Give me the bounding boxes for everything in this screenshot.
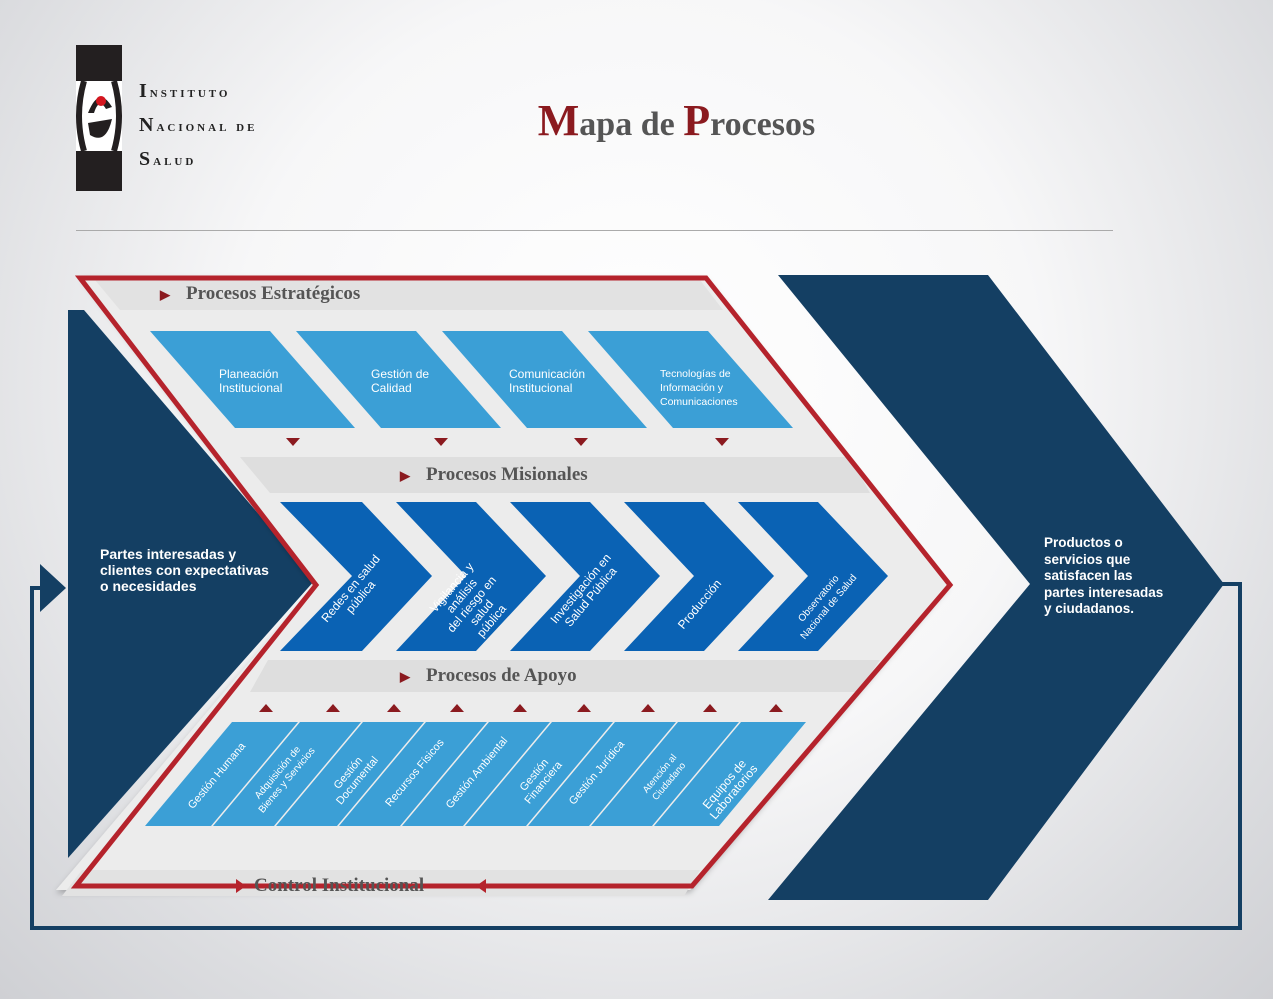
up-arrow-5 (513, 704, 527, 712)
feedback-loop-arrowhead (40, 564, 66, 612)
output-products-text: Productos o servicios que satisfacen las… (1044, 535, 1164, 616)
strategic-box-3 (442, 331, 647, 428)
support-box-2 (213, 722, 361, 826)
missional-chevron-1 (280, 502, 432, 651)
support-box-9 (654, 722, 806, 826)
strategic-item-4: Tecnologías de Información y Comunicacione… (660, 367, 738, 409)
logo-text-line-2: Nacional de (139, 114, 258, 136)
down-arrow-4 (715, 438, 729, 446)
control-header-band (62, 870, 700, 896)
section-support: ▶ Procesos de Apoyo (400, 665, 577, 687)
title-cap-p: P (683, 96, 711, 145)
section-strategic-label: Procesos Estratégicos (186, 283, 361, 304)
missional-chevron-4 (624, 502, 774, 651)
feedback-loop-line (30, 582, 1242, 930)
support-box-7 (528, 722, 676, 826)
logo-mark-icon (76, 45, 122, 191)
down-arrow-2 (434, 438, 448, 446)
section-strategic: ▶ Procesos Estratégicos (160, 283, 360, 305)
logo-text-line-3: Salud (139, 148, 197, 170)
title-cap-m: M (537, 96, 580, 145)
strategic-item-2-line2: Calidad (371, 381, 412, 395)
up-arrow-1 (259, 704, 273, 712)
strategic-item-2-line1: Gestión de (371, 367, 430, 381)
section-support-label: Procesos de Apoyo (426, 665, 577, 686)
strategic-header-band (95, 280, 723, 310)
support-box-8 (591, 722, 739, 826)
up-arrow-8 (703, 704, 717, 712)
up-arrow-9 (769, 704, 783, 712)
strategic-item-3-line1: Comunicación (509, 367, 586, 381)
input-chevron (68, 310, 315, 858)
up-arrow-6 (577, 704, 591, 712)
strategic-item-3-line2: Institucional (509, 381, 573, 395)
up-arrow-3 (387, 704, 401, 712)
up-arrow-4 (450, 704, 464, 712)
support-box-3 (276, 722, 424, 826)
strategic-item-1-line2: Institucional (219, 381, 283, 395)
strategic-item-4-line1: Tecnologías de (660, 368, 731, 380)
triangle-right-icon: ▶ (160, 287, 170, 302)
strategic-item-4-line2: Información y (660, 382, 724, 394)
triangle-right-icon: ▶ (400, 669, 410, 684)
missional-chevron-5 (738, 502, 888, 651)
section-control-label: Control Institucional (254, 875, 425, 896)
support-box-4 (339, 722, 487, 826)
input-stakeholders-text: Partes interesadas y clientes con expect… (100, 546, 269, 594)
missional-chevron-2 (396, 502, 546, 651)
up-arrow-2 (326, 704, 340, 712)
page-title: Mapa de Procesos (0, 95, 1273, 146)
support-box-5 (402, 722, 550, 826)
support-header-band (250, 660, 880, 692)
down-arrow-3 (574, 438, 588, 446)
support-box-1 (145, 722, 298, 826)
process-outline-red (70, 275, 954, 889)
missional-header-band (240, 457, 870, 493)
title-part-1: apa de (579, 106, 684, 143)
strategic-item-1-line1: Planeación (219, 367, 279, 381)
strategic-box-4 (588, 331, 793, 428)
logo-text-line-1: Instituto (139, 80, 231, 102)
header-divider (76, 230, 1113, 231)
down-arrow-1 (286, 438, 300, 446)
control-arrow-right-head (476, 879, 486, 893)
strategic-item-4-line3: Comunicaciones (660, 396, 738, 408)
output-chevron (768, 275, 1224, 900)
section-missional-label: Procesos Misionales (426, 464, 588, 485)
strategic-box-1 (150, 331, 355, 428)
triangle-right-icon: ▶ (400, 468, 410, 483)
control-arrow-left-head (236, 879, 246, 893)
missional-chevron-3 (510, 502, 660, 651)
support-box-6 (465, 722, 613, 826)
strategic-box-2 (296, 331, 501, 428)
title-part-2: rocesos (710, 106, 816, 143)
section-missional: ▶ Procesos Misionales (400, 464, 588, 486)
up-arrow-7 (641, 704, 655, 712)
